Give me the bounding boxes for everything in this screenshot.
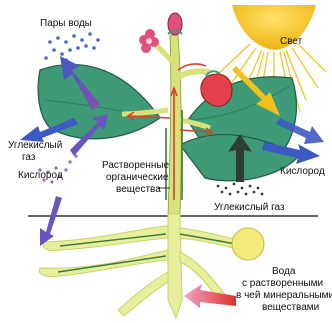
label-dissolved-1: Растворенные: [102, 160, 170, 171]
label-co2-left-2: газ: [22, 152, 36, 163]
label-light: Свет: [280, 36, 303, 47]
flower-bud: [168, 13, 182, 35]
label-dissolved-3: вещества: [116, 184, 161, 195]
label-co2-left-1: Углекислый: [8, 140, 62, 151]
label-co2-bottom: Углекислый газ: [214, 202, 285, 213]
label-dissolved-2: органические: [106, 172, 169, 183]
flower: [139, 29, 159, 53]
label-water-vapor: Пары воды: [40, 18, 92, 29]
label-water-1: Вода: [272, 266, 296, 277]
label-water-3: в чей минеральными: [236, 290, 332, 301]
label-water-2: с растворенными: [242, 278, 323, 289]
label-oxygen-right: Кислород: [280, 166, 325, 177]
label-water-4: веществами: [262, 302, 319, 313]
label-oxygen-left: Кислород: [18, 170, 63, 181]
fruit: [201, 71, 232, 106]
water-droplet: [232, 228, 264, 260]
